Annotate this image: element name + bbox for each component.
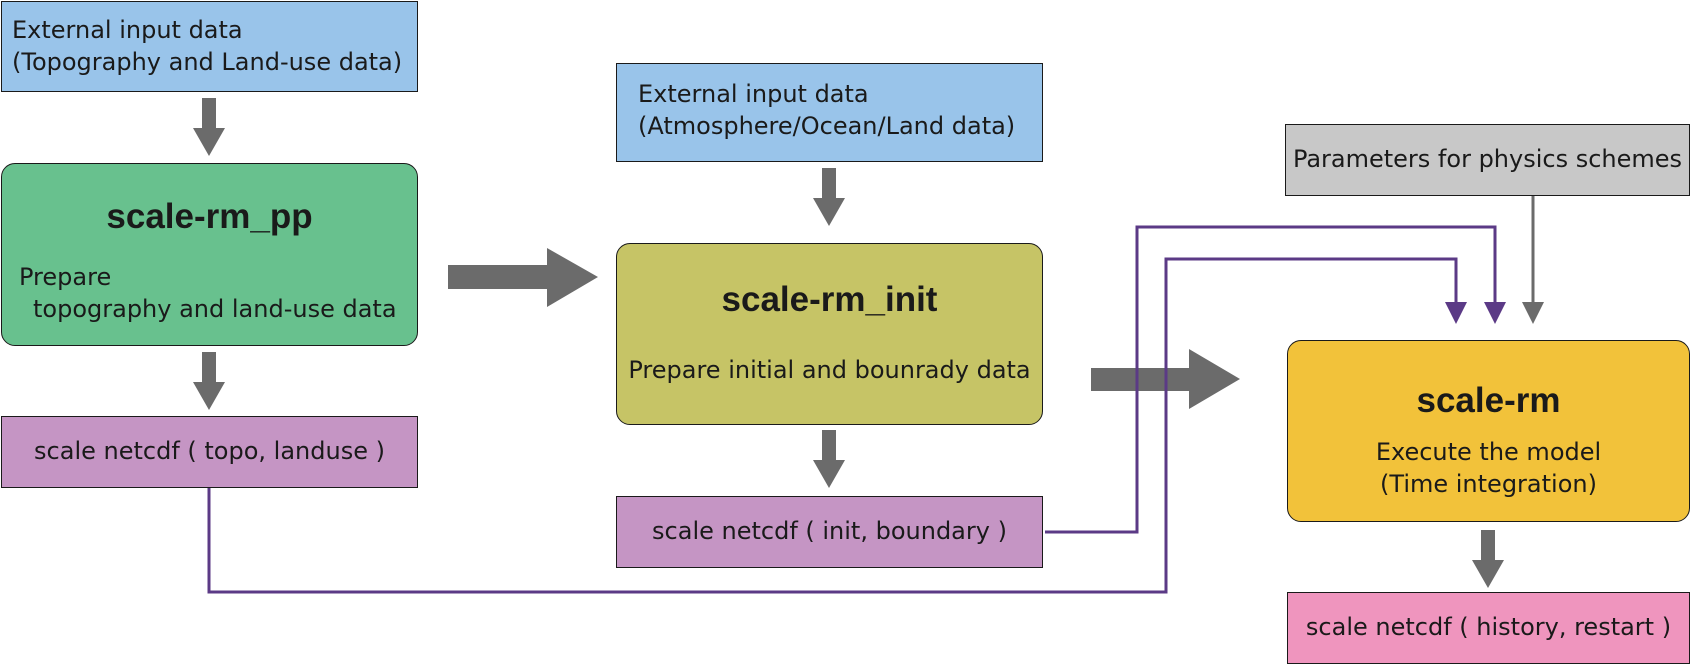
atm-input-line1: External input data [638, 80, 869, 108]
arrow-pp-to-init [448, 248, 598, 307]
arrowhead-topo-to-rm [1445, 302, 1467, 324]
init-output-box: scale netcdf ( init, boundary ) [616, 496, 1043, 568]
rm-title: scale-rm [1416, 381, 1561, 420]
pp-line1: Prepare [19, 263, 112, 291]
pp-output-label: scale netcdf ( topo, landuse ) [34, 437, 385, 465]
init-output-label: scale netcdf ( init, boundary ) [652, 517, 1007, 545]
link-init-to-rm [1045, 225, 1497, 534]
atm-input-line2: (Atmosphere/Ocean/Land data) [638, 112, 1016, 140]
link-topo-to-rm [207, 257, 1458, 594]
pp-line2: topography and land-use data [33, 295, 397, 323]
arrow-pp-to-output [193, 352, 225, 410]
topo-input-line1: External input data [12, 16, 243, 44]
rm-output-label: scale netcdf ( history, restart ) [1305, 613, 1672, 641]
topo-input-box: External input data (Topography and Land… [1, 1, 418, 92]
pp-box: scale-rm_pp Prepare topography and land-… [1, 163, 418, 346]
atm-input-box: External input data (Atmosphere/Ocean/La… [616, 63, 1043, 162]
arrow-rm-to-output [1472, 530, 1504, 588]
rm-line1: Execute the model [1375, 438, 1602, 466]
init-desc: Prepare initial and bounrady data [628, 356, 1031, 384]
init-title: scale-rm_init [721, 280, 938, 319]
rm-output-box: scale netcdf ( history, restart ) [1287, 592, 1690, 664]
params-label: Parameters for physics schemes [1292, 145, 1683, 173]
params-box: Parameters for physics schemes [1285, 124, 1690, 196]
arrow-atm-to-init [813, 168, 845, 226]
arrowhead-params-to-rm [1522, 302, 1544, 324]
rm-box: scale-rm Execute the model (Time integra… [1287, 340, 1690, 522]
topo-input-line2: (Topography and Land-use data) [12, 48, 403, 76]
rm-line2: (Time integration) [1380, 470, 1597, 498]
arrowhead-init-to-rm [1484, 302, 1506, 324]
pp-output-box: scale netcdf ( topo, landuse ) [1, 416, 418, 488]
arrow-init-to-output [813, 430, 845, 488]
arrow-topo-to-pp [193, 98, 225, 156]
pp-title: scale-rm_pp [106, 197, 313, 236]
init-box: scale-rm_init Prepare initial and bounra… [616, 243, 1043, 425]
